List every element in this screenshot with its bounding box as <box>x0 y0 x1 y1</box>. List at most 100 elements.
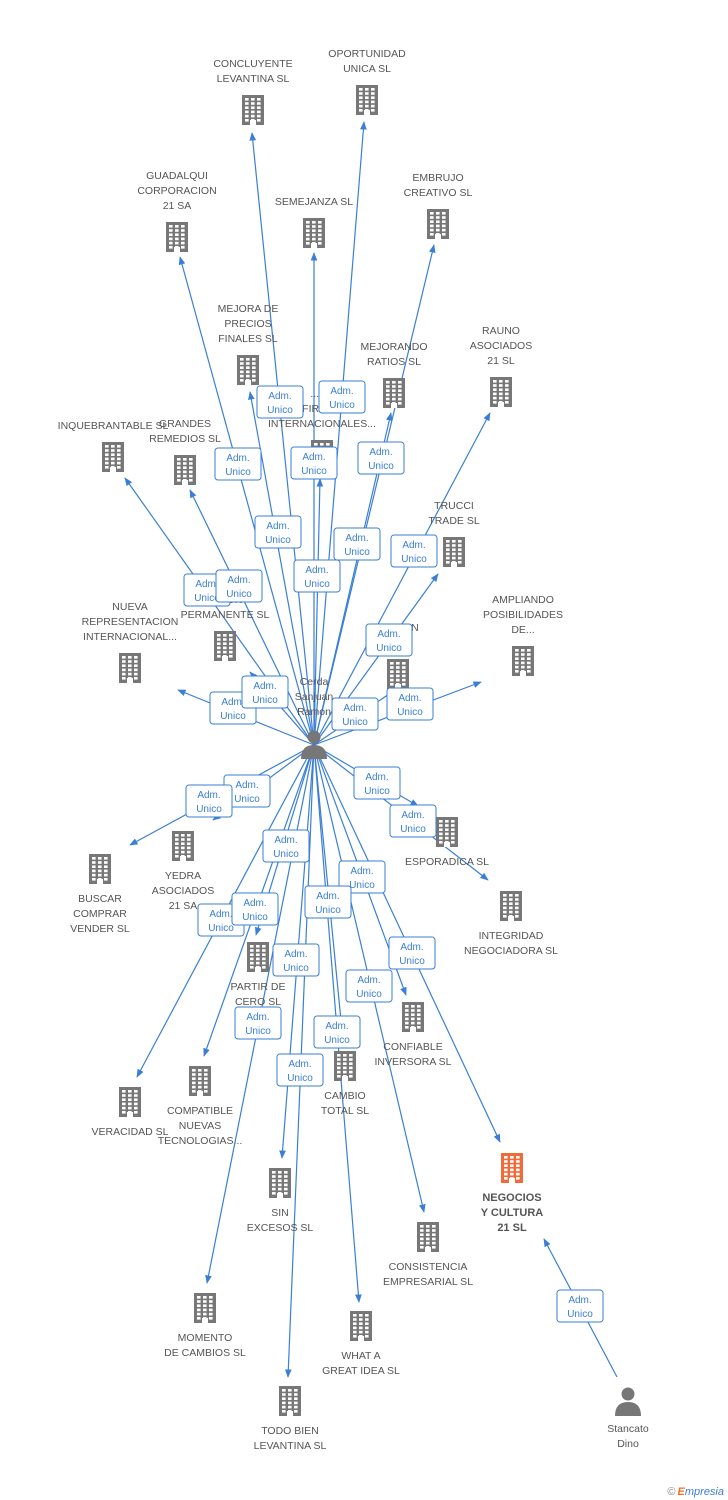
role-badge-cerda-ampliando[interactable]: Adm.Unico <box>386 687 434 721</box>
role-badge-cerda-esporadica[interactable]: Adm.Unico <box>353 766 401 800</box>
company-node-nueva[interactable]: NUEVAREPRESENTACIONINTERNACIONAL... <box>82 601 179 683</box>
role-badge-cerda-mejora[interactable]: Adm.Unico <box>254 515 302 549</box>
role-badge-cerda-consistencia[interactable]: Adm.Unico <box>345 969 393 1003</box>
role-badge-cerda-firmas[interactable]: Adm.Unico <box>293 559 341 593</box>
company-ampliando-label-line: AMPLIANDO <box>492 594 554 606</box>
company-guadalqui-label-line: GUADALQUI <box>146 170 208 182</box>
badge-role-line: Unico <box>567 1309 593 1320</box>
role-badge-cerda-trucci[interactable]: Adm.Unico <box>365 623 413 657</box>
role-badge-cerda-compatible[interactable]: Adm.Unico <box>231 892 279 926</box>
role-badge-cerda-sin[interactable]: Adm.Unico <box>272 943 320 977</box>
badge-role-line: Unico <box>368 461 394 472</box>
copyright-symbol: © <box>667 1486 676 1498</box>
company-node-ampliando[interactable]: AMPLIANDOPOSIBILIDADESDE... <box>483 594 563 676</box>
company-nueva-label-line: REPRESENTACION <box>82 616 179 628</box>
footer-credit[interactable]: ©Empresia <box>667 1486 724 1498</box>
company-semejanza-label-line: SEMEJANZA SL <box>275 196 353 208</box>
company-inquebrantable-label-line: INQUEBRANTABLE SL <box>58 420 169 432</box>
company-firmas-label-line: INTERNACIONALES... <box>268 418 376 430</box>
role-badge-cerda-oportunidad[interactable]: Adm.Unico <box>318 380 366 414</box>
role-badge-cerda-permanente[interactable]: Adm.Unico <box>241 675 289 709</box>
badge-role-line: Unico <box>401 554 427 565</box>
brand-e-logo: E <box>677 1486 685 1498</box>
building-icon <box>214 631 236 661</box>
building-icon <box>334 1051 356 1081</box>
badge-role-line: Adm. <box>227 575 250 586</box>
edge-cerda-rauno <box>313 412 491 746</box>
badge-role-line: Unico <box>196 804 222 815</box>
building-icon <box>402 1002 424 1032</box>
role-badge-cerda-todobien[interactable]: Adm.Unico <box>276 1053 324 1087</box>
company-momento-label-line: DE CAMBIOS SL <box>164 1347 246 1359</box>
role-badge-cerda-grandes[interactable]: Adm.Unico <box>215 569 263 603</box>
role-badge-cerda-guadalqui[interactable]: Adm.Unico <box>214 447 262 481</box>
role-badge-cerda-rauno[interactable]: Adm.Unico <box>390 534 438 568</box>
role-badge-cerda-semejanza[interactable]: Adm.Unico <box>290 446 338 480</box>
role-badge-cerda-partir[interactable]: Adm.Unico <box>262 829 310 863</box>
badge-role-line: Unico <box>399 956 425 967</box>
role-badge-stancato-negocios[interactable]: Adm.Unico <box>556 1289 604 1323</box>
badge-role-line: Adm. <box>197 790 220 801</box>
company-yedra-label-line: ASOCIADOS <box>152 885 214 897</box>
building-icon <box>269 1168 291 1198</box>
role-badge-cerda-concluyente[interactable]: Adm.Unico <box>256 385 304 419</box>
role-badge-cerda-cambio[interactable]: Adm.Unico <box>304 885 352 919</box>
building-icon <box>417 1222 439 1252</box>
building-icon <box>490 377 512 407</box>
badge-role-line: Adm. <box>288 1059 311 1070</box>
badge-role-line: Unico <box>242 912 268 923</box>
role-badge-cerda-confiable[interactable]: Adm.Unico <box>338 860 386 894</box>
role-badge-cerda-embrujo[interactable]: Adm.Unico <box>357 441 405 475</box>
role-badge-cerda-mejorando[interactable]: Adm.Unico <box>333 527 381 561</box>
company-mejorando-label-line: RATIOS SL <box>367 356 421 368</box>
badge-role-line: Adm. <box>401 810 424 821</box>
edge-cerda-guadalqui <box>178 256 315 746</box>
company-oportunidad-label-line: OPORTUNIDAD <box>328 48 406 60</box>
company-rauno-label-line: ASOCIADOS <box>470 340 532 352</box>
badge-role-line: Unico <box>265 535 291 546</box>
building-icon <box>242 95 264 125</box>
role-badge-cerda-integridad[interactable]: Adm.Unico <box>389 804 437 838</box>
company-node-inquebrantable[interactable]: INQUEBRANTABLE SL <box>58 420 169 472</box>
company-node-esporadica[interactable]: ESPORADICA SL <box>405 817 489 868</box>
badge-role-line: Adm. <box>209 909 232 920</box>
badge-role-line: Adm. <box>343 703 366 714</box>
company-node-veracidad[interactable]: VERACIDAD SL <box>91 1087 169 1138</box>
role-badge-cerda-vida[interactable]: Adm.Unico <box>331 697 379 731</box>
company-ampliando-label-line: POSIBILIDADES <box>483 609 563 621</box>
role-badge-cerda-buscar[interactable]: Adm. Unico <box>185 784 233 818</box>
role-badge-cerda-whata[interactable]: Adm.Unico <box>313 1015 361 1049</box>
person-cerda-label-line: Sanjuan <box>295 691 334 703</box>
role-badge-cerda-momento[interactable]: Adm.Unico <box>234 1006 282 1040</box>
company-node-semejanza[interactable]: SEMEJANZA SL <box>275 196 353 248</box>
company-node-compatible[interactable]: COMPATIBLENUEVASTECNOLOGIAS... <box>158 1066 243 1147</box>
badges-layer: Adm.UnicoAdm.UnicoAdm.UnicoAdm.UnicoAdm.… <box>183 380 604 1323</box>
role-badge-cerda-negocios[interactable]: Adm.Unico <box>388 936 436 970</box>
badge-role-line: Unico <box>225 467 251 478</box>
company-consistencia-label-line: EMPRESARIAL SL <box>383 1276 473 1288</box>
